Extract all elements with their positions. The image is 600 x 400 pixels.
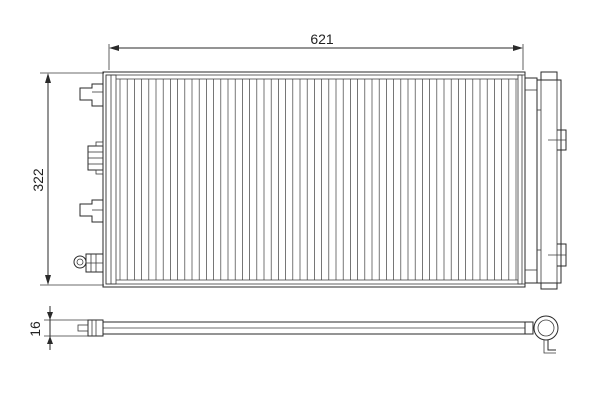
height-dimension-label: 322 [30,168,46,192]
thickness-dimension-label: 16 [27,321,43,337]
height-dimension: 322 [30,72,104,286]
left-mounting-bracket-middle [79,199,103,223]
condenser-top-view [77,315,559,354]
receiver-drier-end-view [533,315,559,341]
left-mounting-bracket-top [79,83,103,107]
width-dimension-label: 621 [310,31,334,47]
core-fins [119,79,517,280]
width-dimension: 621 [108,31,524,70]
condenser-core [102,71,526,288]
left-pipe-fitting [73,253,104,273]
receiver-drier [524,71,567,290]
right-header-tank [517,74,526,285]
left-connector-block [87,141,104,175]
thickness-dimension: 16 [27,306,100,350]
